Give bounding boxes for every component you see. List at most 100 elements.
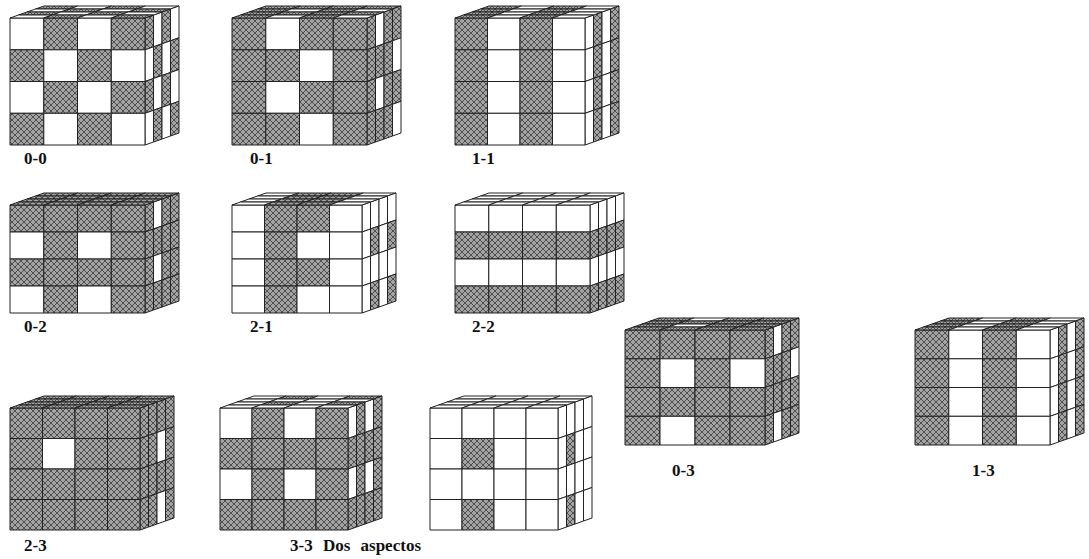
cube-cell bbox=[730, 416, 765, 445]
cube-cell bbox=[556, 232, 590, 259]
cube-cell bbox=[660, 359, 695, 388]
cube-cell bbox=[111, 259, 145, 286]
cube-cell bbox=[556, 259, 590, 286]
cube-cell bbox=[599, 226, 608, 256]
cube-cell bbox=[111, 202, 153, 205]
cube-cell bbox=[983, 330, 1017, 359]
cube-cell bbox=[376, 76, 385, 111]
cube-cell bbox=[149, 494, 158, 528]
cube-cell bbox=[567, 402, 576, 436]
cube-cell bbox=[44, 82, 78, 114]
cube-cell bbox=[567, 494, 576, 528]
cube-cell bbox=[585, 110, 594, 145]
cube-cell bbox=[145, 47, 154, 82]
cube-cell bbox=[558, 436, 567, 470]
cube-cell bbox=[154, 107, 163, 142]
cube-cell bbox=[526, 500, 558, 531]
cube-cell bbox=[915, 359, 949, 388]
cube-cell bbox=[607, 223, 616, 253]
cube-cell bbox=[376, 44, 385, 79]
cube-cell bbox=[78, 205, 112, 232]
cube-cell bbox=[590, 283, 599, 313]
cube-cell bbox=[1076, 376, 1085, 408]
cube-cell bbox=[660, 330, 695, 359]
cube-cell bbox=[75, 439, 108, 470]
cube-cell bbox=[371, 226, 380, 256]
cube-cell bbox=[494, 469, 526, 500]
cube-cell bbox=[782, 321, 791, 353]
cube-cell bbox=[374, 488, 383, 522]
cube-cell bbox=[78, 18, 112, 50]
cube-cell bbox=[171, 6, 180, 41]
cube-cell bbox=[660, 388, 695, 417]
cube-cell bbox=[362, 256, 371, 286]
cube-cell bbox=[266, 18, 300, 50]
cube-cell bbox=[78, 113, 112, 145]
cube-cell bbox=[625, 416, 660, 445]
cube-cell bbox=[171, 101, 180, 136]
cube-cell bbox=[558, 466, 567, 500]
figure-label: 3-3 Dos aspectos bbox=[290, 537, 421, 556]
cube-cell bbox=[316, 408, 348, 439]
cube-cell bbox=[915, 388, 949, 417]
cube-cell bbox=[782, 350, 791, 382]
cube-cell bbox=[232, 259, 265, 286]
cube-cell bbox=[611, 6, 620, 41]
cube-cell bbox=[10, 408, 43, 439]
cube-cell bbox=[488, 113, 521, 145]
cube-cell bbox=[252, 439, 284, 470]
cube-cell bbox=[523, 232, 557, 259]
cube-cell bbox=[145, 110, 154, 145]
cube-cell bbox=[553, 15, 594, 18]
cube-cell bbox=[140, 466, 149, 500]
cube-cell bbox=[1059, 410, 1068, 442]
cube-cell bbox=[252, 500, 284, 531]
cube-cell bbox=[949, 330, 983, 359]
cube-cell bbox=[949, 416, 983, 445]
cube-cell bbox=[1067, 350, 1076, 382]
cube-figure bbox=[430, 396, 592, 530]
cube-cell bbox=[983, 388, 1017, 417]
cube-cell bbox=[10, 82, 44, 114]
cube-figure bbox=[232, 193, 396, 313]
figure-label: 0-1 bbox=[250, 150, 273, 169]
cube-cell bbox=[297, 205, 330, 232]
cube-cell bbox=[590, 229, 599, 259]
cube-cell bbox=[348, 436, 357, 470]
cube-cell bbox=[220, 439, 252, 470]
cube-cell bbox=[695, 416, 730, 445]
cube-cell bbox=[330, 232, 363, 259]
cube-figure bbox=[455, 6, 619, 145]
cube-cell bbox=[284, 439, 316, 470]
cube-cell bbox=[695, 330, 730, 359]
cube-cell bbox=[575, 399, 584, 433]
cube-cell bbox=[75, 500, 108, 531]
cube-cell bbox=[625, 330, 660, 359]
cube-cell bbox=[1067, 321, 1076, 353]
cube-cell bbox=[520, 82, 553, 114]
figure-label: 1-1 bbox=[472, 150, 495, 169]
cube-cell bbox=[316, 500, 348, 531]
cube-cell bbox=[585, 15, 594, 50]
cube-cell bbox=[316, 405, 357, 408]
cube-cell bbox=[316, 439, 348, 470]
cube-cell bbox=[526, 405, 567, 408]
cube-cell bbox=[44, 259, 78, 286]
cube-cell bbox=[149, 402, 158, 436]
cube-cell bbox=[357, 433, 366, 467]
cube-cell bbox=[44, 113, 78, 145]
cube-cell bbox=[333, 15, 375, 18]
cube-cell bbox=[915, 416, 949, 445]
cube-cell bbox=[594, 76, 603, 111]
cube-cell bbox=[1016, 416, 1050, 445]
cube-cell bbox=[520, 50, 553, 82]
cube-figure bbox=[10, 6, 179, 145]
cube-cell bbox=[108, 439, 141, 470]
cube-cell bbox=[526, 439, 558, 470]
cube-cell bbox=[584, 457, 593, 491]
cube-cell bbox=[488, 82, 521, 114]
cube-cell bbox=[78, 232, 112, 259]
cube-cell bbox=[765, 413, 774, 445]
cube-cell bbox=[489, 232, 523, 259]
